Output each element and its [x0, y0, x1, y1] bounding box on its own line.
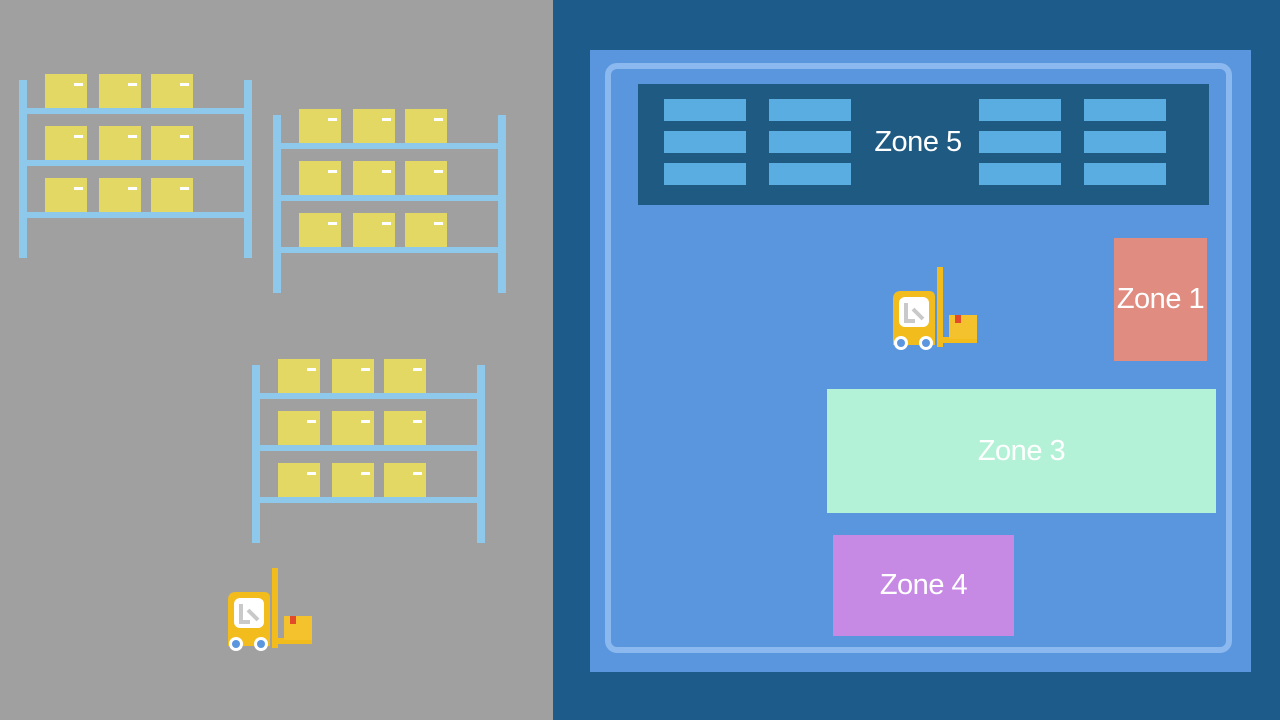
warehouse-floor-outline: [605, 63, 1232, 653]
box-icon: [45, 126, 87, 160]
box-icon: [384, 463, 426, 497]
storage-slot: [769, 99, 851, 121]
box-icon: [45, 178, 87, 212]
rack-shelf: [273, 195, 506, 201]
rack-shelf: [273, 247, 506, 253]
box-icon: [353, 213, 395, 247]
zone-3[interactable]: Zone 3: [827, 389, 1216, 513]
box-icon: [299, 161, 341, 195]
box-icon: [278, 359, 320, 393]
box-icon: [299, 109, 341, 143]
box-icon: [45, 74, 87, 108]
box-icon: [278, 411, 320, 445]
rack-shelf: [252, 445, 485, 451]
box-icon: [278, 463, 320, 497]
rack-shelf: [252, 497, 485, 503]
box-icon: [353, 109, 395, 143]
storage-slot: [769, 131, 851, 153]
forklift-icon: [224, 566, 314, 654]
box-icon: [405, 161, 447, 195]
rack-post: [252, 365, 260, 543]
shelf-rack-2: [273, 107, 506, 293]
box-icon: [151, 126, 193, 160]
box-icon: [151, 74, 193, 108]
box-icon: [353, 161, 395, 195]
rack-post: [273, 115, 281, 293]
zone-4[interactable]: Zone 4: [833, 535, 1014, 636]
zone-5[interactable]: Zone 5: [638, 84, 1209, 205]
box-icon: [405, 213, 447, 247]
box-icon: [384, 411, 426, 445]
storage-slot: [664, 99, 746, 121]
box-icon: [151, 178, 193, 212]
rack-shelf: [19, 108, 252, 114]
rack-shelf: [273, 143, 506, 149]
rack-post: [244, 80, 252, 258]
storage-slot: [979, 131, 1061, 153]
storage-slot: [1084, 163, 1166, 185]
storage-slot: [1084, 99, 1166, 121]
box-icon: [332, 359, 374, 393]
storage-slot: [664, 163, 746, 185]
rack-shelf: [19, 212, 252, 218]
box-icon: [405, 109, 447, 143]
storage-slot: [769, 163, 851, 185]
storage-slot: [664, 131, 746, 153]
box-icon: [384, 359, 426, 393]
box-icon: [332, 463, 374, 497]
storage-slot: [1084, 131, 1166, 153]
storage-slot: [979, 163, 1061, 185]
box-icon: [299, 213, 341, 247]
shelf-rack-3: [252, 357, 485, 543]
shelf-rack-1: [19, 72, 252, 258]
box-icon: [99, 74, 141, 108]
rack-post: [19, 80, 27, 258]
rack-shelf: [19, 160, 252, 166]
forklift-icon: [889, 265, 979, 353]
rack-post: [498, 115, 506, 293]
rack-post: [477, 365, 485, 543]
rack-shelf: [252, 393, 485, 399]
box-icon: [332, 411, 374, 445]
zone-5-label: Zone 5: [874, 126, 962, 158]
box-icon: [99, 126, 141, 160]
zone-1[interactable]: Zone 1: [1114, 238, 1207, 361]
box-icon: [99, 178, 141, 212]
storage-slot: [979, 99, 1061, 121]
